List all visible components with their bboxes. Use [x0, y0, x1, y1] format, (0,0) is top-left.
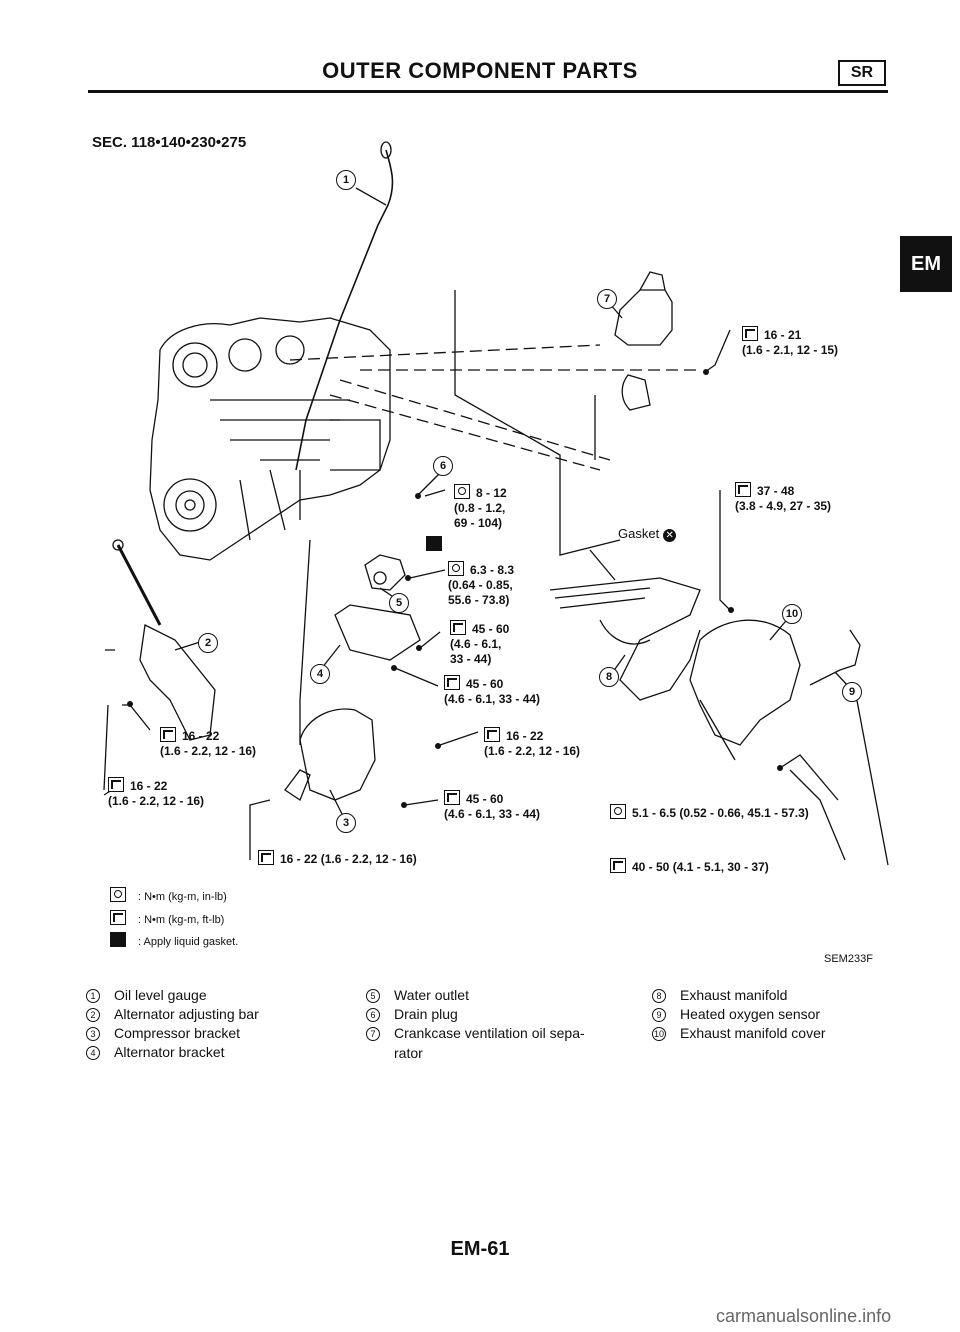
exploded-diagram: [103, 141, 889, 866]
replace-icon: ✕: [663, 529, 677, 542]
spec-45-60-a: 45 - 60 (4.6 - 6.1, 33 - 44): [450, 620, 510, 666]
spec-16-21: 16 - 21 (1.6 - 2.1, 12 - 15): [742, 326, 839, 357]
section-reference: SEC. 118•140•230•275: [92, 134, 247, 151]
liquid-gasket-mark: [426, 536, 448, 553]
manifold-cover-drawing: [689, 619, 801, 746]
list-item: rator: [394, 1045, 423, 1061]
watermark: carmanualsonline.info: [716, 1306, 892, 1326]
callout-9: 9: [842, 682, 862, 702]
legend-nm-ft-lb: : N•m (kg-m, ft-lb): [110, 910, 224, 926]
water-outlet-drawing: [364, 554, 406, 591]
page-number: EM-61: [450, 1238, 510, 1260]
spec-16-22-alt-bar: 16 - 22 (1.6 - 2.2, 12 - 16): [160, 727, 257, 758]
alternator-bar-drawing: [139, 624, 216, 741]
callout-8: 8: [599, 667, 619, 687]
oxygen-sensor-drawing: [809, 629, 861, 686]
ft-torque-icon: [160, 727, 176, 742]
nm-torque-icon: [454, 484, 470, 499]
nm-torque-icon: [110, 887, 126, 902]
callout-7: 7: [597, 289, 617, 309]
spec-16-22-bottom: 16 - 22 (1.6 - 2.2, 12 - 16): [258, 850, 417, 867]
spec-8-12: 8 - 12 (0.8 - 1.2, 69 - 104): [454, 484, 507, 530]
compressor-bracket-drawing: [299, 708, 376, 801]
callout-1: 1: [336, 170, 356, 190]
spec-5-1-6-5: 5.1 - 6.5 (0.52 - 0.66, 45.1 - 57.3): [610, 804, 809, 821]
spec-45-60-b: 45 - 60 (4.6 - 6.1, 33 - 44): [444, 675, 541, 706]
ft-torque-icon: [742, 326, 758, 341]
spec-16-22-left: 16 - 22 (1.6 - 2.2, 12 - 16): [108, 777, 205, 808]
ft-torque-icon: [484, 727, 500, 742]
exhaust-manifold-drawing: [549, 577, 701, 701]
ft-torque-icon: [735, 482, 751, 497]
figure-reference: SEM233F: [824, 953, 873, 965]
ft-torque-icon: [108, 777, 124, 792]
callout-3: 3: [336, 813, 356, 833]
page-title: OUTER COMPONENT PARTS: [322, 58, 638, 83]
ft-torque-icon: [610, 858, 626, 873]
ft-torque-icon: [258, 850, 274, 865]
callout-10: 10: [782, 604, 802, 624]
alternator-bracket-drawing: [334, 604, 421, 661]
nm-torque-icon: [610, 804, 626, 819]
gasket-label: Gasket✕: [618, 526, 677, 542]
liquid-gasket-icon: [426, 536, 442, 551]
engine-block-drawing: [149, 317, 391, 561]
callout-6: 6: [433, 456, 453, 476]
title-rule: [88, 90, 888, 93]
liquid-gasket-icon: [110, 932, 126, 947]
oil-separator-drawing: [614, 289, 673, 346]
spec-37-48: 37 - 48 (3.8 - 4.9, 27 - 35): [735, 482, 832, 513]
callout-2: 2: [198, 633, 218, 653]
spec-16-22-right: 16 - 22 (1.6 - 2.2, 12 - 16): [484, 727, 581, 758]
callout-4: 4: [310, 664, 330, 684]
callout-5: 5: [389, 593, 409, 613]
legend-liquid-gasket: : Apply liquid gasket.: [110, 932, 238, 948]
legend-nm-in-lb: : N•m (kg-m, in-lb): [110, 887, 227, 903]
spec-40-50: 40 - 50 (4.1 - 5.1, 30 - 37): [610, 858, 769, 875]
ft-torque-icon: [444, 790, 460, 805]
spec-6-3-8-3: 6.3 - 8.3 (0.64 - 0.85, 55.6 - 73.8): [448, 561, 515, 607]
spec-45-60-c: 45 - 60 (4.6 - 6.1, 33 - 44): [444, 790, 541, 821]
ft-torque-icon: [450, 620, 466, 635]
engine-code-badge: SR: [838, 60, 886, 86]
oil-dipstick-drawing: [295, 149, 394, 471]
section-tab-em[interactable]: EM: [900, 236, 952, 292]
ft-torque-icon: [110, 910, 126, 925]
nm-torque-icon: [448, 561, 464, 576]
ft-torque-icon: [444, 675, 460, 690]
